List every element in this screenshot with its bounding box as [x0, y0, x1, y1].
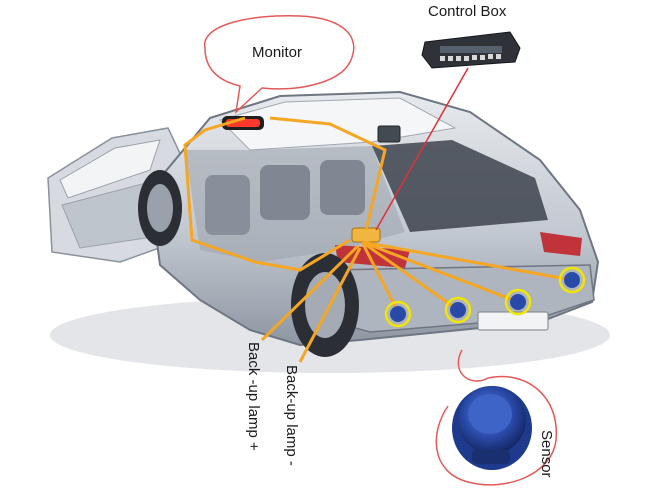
- seat: [260, 165, 310, 220]
- seat: [320, 160, 365, 215]
- rear-mirror-monitor: [377, 125, 401, 143]
- license-plate: [477, 311, 549, 331]
- sensor-label: Sensor: [538, 430, 555, 478]
- monitor-label: Monitor: [252, 44, 303, 61]
- sensor-closeup: [452, 386, 532, 470]
- monitor-callout: [204, 15, 355, 115]
- bumper-sensor: [504, 288, 532, 316]
- control-box-label: Control Box: [428, 3, 507, 20]
- trunk-control-box: [351, 227, 381, 243]
- sensor-wires: [260, 240, 573, 363]
- wheel-front: [138, 170, 182, 246]
- rear-glass: [372, 140, 548, 232]
- control-box-unit: [421, 31, 521, 69]
- wire-harness: [183, 116, 351, 272]
- backup-lamp-minus-label: Back-up lamp -: [283, 365, 300, 466]
- bumper-sensor: [444, 296, 472, 324]
- backup-lamp-plus-label: Back -up lamp +: [245, 342, 262, 451]
- wire-harness: [269, 116, 387, 231]
- bumper-sensor: [558, 266, 586, 294]
- door-window: [59, 139, 161, 199]
- sensor-callout: [435, 349, 557, 486]
- control-box-leader-line: [375, 67, 469, 231]
- rear-seat: [205, 175, 250, 235]
- tail-lamp-right: [540, 232, 582, 256]
- bumper-sensor: [384, 300, 412, 328]
